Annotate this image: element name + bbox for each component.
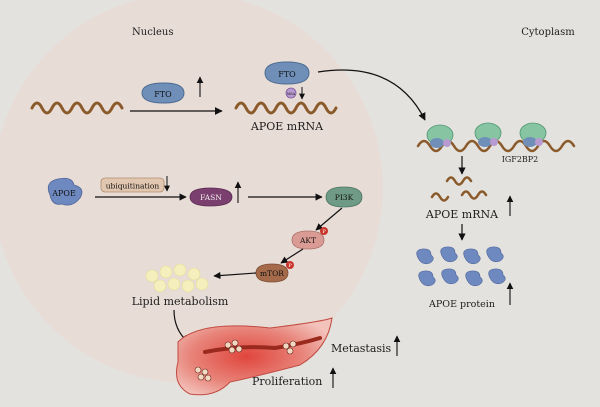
lipid-droplets xyxy=(145,263,209,293)
cytoplasm-label: Cytoplasm xyxy=(521,27,575,38)
mrna-fragment-2 xyxy=(430,192,450,202)
lipid-metabolism-label: Lipid metabolism xyxy=(132,295,229,308)
mtor-shape xyxy=(255,263,289,283)
akt-label: AKT xyxy=(299,236,316,245)
fasn-label: FASN xyxy=(200,193,222,202)
apoe-protein-cluster xyxy=(416,246,506,287)
m6a-mark-nucleus xyxy=(285,87,297,99)
arrow-nuclear-export xyxy=(317,69,426,121)
arrow-pi3k-to-akt xyxy=(315,207,343,231)
akt-phospho-mark xyxy=(320,227,328,235)
igf2bp2-label: IGF2BP2 xyxy=(502,155,539,164)
igf2bp2-complex xyxy=(416,122,576,153)
mrna-wave-left xyxy=(30,101,124,115)
mtor-phospho-label: P xyxy=(288,263,292,269)
pi3k-shape xyxy=(325,186,363,208)
akt-shape xyxy=(291,230,325,250)
mtor-label: mTOR xyxy=(260,269,284,278)
apoe-protein-label: APOE protein xyxy=(428,299,495,310)
mrna-fragment-1 xyxy=(445,176,473,186)
fto-right-label: FTO xyxy=(278,70,296,79)
fto-right-shape xyxy=(264,61,310,85)
arrow-mtor-to-lipid xyxy=(213,271,257,280)
apoe-shape xyxy=(47,177,83,206)
tumor-tissue xyxy=(176,317,333,396)
apoe-label: APOE xyxy=(51,189,76,198)
arrow-akt-to-mtor xyxy=(280,248,304,264)
pi3k-label: PI3K xyxy=(335,193,354,202)
mrna-wave-nucleus xyxy=(234,101,338,115)
apoe-mrna-nucleus-label: APOE mRNA xyxy=(250,120,324,133)
ubiquitination-label: ubiquitination xyxy=(106,182,160,191)
akt-phospho-label: P xyxy=(322,229,326,235)
mrna-fragment-3 xyxy=(460,190,488,200)
mtor-phospho-mark xyxy=(286,261,294,269)
m6a-label-nucleus: M6A xyxy=(287,92,296,96)
proliferation-label: Proliferation xyxy=(252,375,322,388)
apoe-mrna-cytoplasm-label: APOE mRNA xyxy=(425,208,499,221)
nucleus-label: Nucleus xyxy=(132,27,173,38)
fto-left-label: FTO xyxy=(154,90,172,99)
fto-left-shape xyxy=(141,82,185,104)
fasn-shape xyxy=(189,187,233,207)
ubiquitination-box xyxy=(100,177,165,193)
metastasis-label: Metastasis xyxy=(331,342,392,355)
